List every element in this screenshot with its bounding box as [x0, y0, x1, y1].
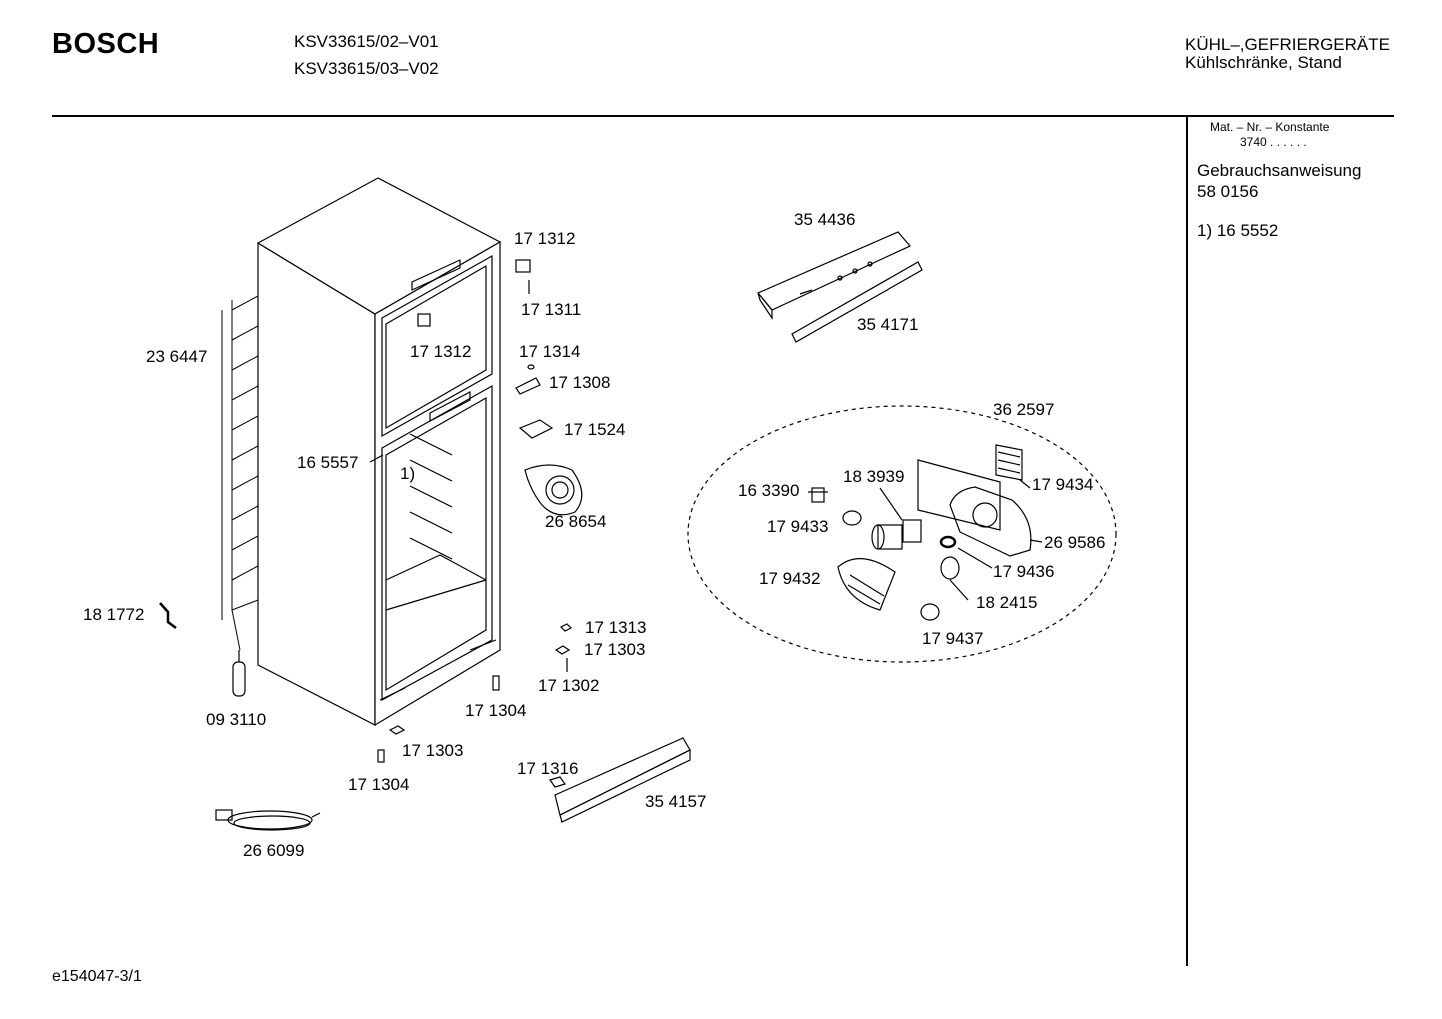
control-panel-drawing — [757, 231, 911, 320]
part-label-171314: 17 1314 — [519, 342, 581, 361]
part-label-171302: 17 1302 — [538, 676, 600, 695]
part-179434-drawing — [995, 444, 1023, 481]
footnote: 1) 16 5552 — [1197, 221, 1279, 240]
part-label-269586: 26 9586 — [1044, 533, 1106, 552]
part-163390-drawing — [811, 487, 825, 503]
part-label-266099: 26 6099 — [243, 841, 305, 860]
part-label-171524: 17 1524 — [564, 420, 626, 439]
cabinet-drawing — [256, 177, 502, 727]
model-number-1: KSV33615/02–V01 — [294, 32, 439, 51]
motor-drawing — [871, 519, 922, 550]
capillary-part-drawing — [232, 650, 246, 697]
brand-logo: BOSCH — [52, 28, 160, 60]
part-label-171304-lower: 17 1304 — [348, 775, 410, 794]
part-label-171312-inner: 17 1312 — [410, 342, 472, 361]
fan-housing-drawing — [524, 464, 583, 516]
document-code: e154047-3/1 — [52, 968, 142, 985]
part-label-093110: 09 3110 — [206, 710, 267, 729]
part-label-179437: 17 9437 — [922, 629, 984, 648]
part-label-165557: 16 5557 — [297, 453, 359, 472]
part-171312-drawing — [515, 259, 531, 273]
part-label-182415: 18 2415 — [976, 593, 1038, 612]
part-label-362597: 36 2597 — [993, 400, 1055, 419]
part-label-171316: 17 1316 — [517, 759, 579, 778]
part-label-181772: 18 1772 — [83, 605, 145, 624]
part-179432-drawing — [837, 558, 896, 611]
part-label-179434: 17 9434 — [1032, 475, 1094, 494]
part-362597-drawing — [917, 459, 1001, 531]
part-label-171303: 17 1303 — [584, 640, 646, 659]
side-divider — [1186, 116, 1188, 966]
part-label-171308: 17 1308 — [549, 373, 611, 392]
part-label-179432: 17 9432 — [759, 569, 821, 588]
part-171312b-drawing — [417, 313, 431, 327]
model-number-2: KSV33615/03–V02 — [294, 59, 439, 78]
manual-label: Gebrauchsanweisung — [1197, 161, 1362, 180]
part-label-171312: 17 1312 — [514, 229, 576, 248]
bracket-drawing — [159, 602, 177, 629]
part-171524-drawing — [518, 419, 554, 439]
part-label-183939: 18 3939 — [843, 467, 905, 486]
part-label-236447: 23 6447 — [146, 347, 208, 366]
part-label-171313: 17 1313 — [585, 618, 647, 637]
part-label-354436: 35 4436 — [794, 210, 856, 229]
header-divider — [52, 115, 1394, 117]
mat-nr-value: 3740 . . . . . . — [1240, 135, 1307, 149]
power-cord-drawing — [215, 809, 321, 831]
plinth-drawing — [549, 737, 691, 823]
part-179436-drawing — [939, 535, 957, 549]
part-182415-drawing — [940, 556, 960, 580]
part-label-268654: 26 8654 — [545, 512, 607, 531]
manual-number: 58 0156 — [1197, 182, 1259, 201]
part-269586-drawing — [949, 486, 1032, 557]
part-label-179436: 17 9436 — [993, 562, 1055, 581]
part-label-354157: 35 4157 — [645, 792, 707, 811]
footnote-marker: 1) — [400, 464, 416, 483]
category-subtitle: Kühlschränke, Stand — [1185, 53, 1342, 72]
part-179437-drawing — [920, 603, 940, 621]
part-label-171304: 17 1304 — [465, 701, 527, 720]
trim-strip-drawing — [791, 261, 923, 343]
part-179433-drawing — [842, 510, 862, 526]
part-label-171303-lower: 17 1303 — [402, 741, 464, 760]
mat-nr-label: Mat. – Nr. – Konstante — [1210, 120, 1330, 134]
part-label-171311: 17 1311 — [521, 300, 582, 319]
part-label-179433: 17 9433 — [767, 517, 829, 536]
part-label-354171: 35 4171 — [857, 315, 919, 334]
category-title: KÜHL–,GEFRIERGERÄTE — [1185, 35, 1390, 54]
condenser-coil-drawing — [221, 295, 259, 651]
part-label-163390: 16 3390 — [738, 481, 800, 500]
part-171308-drawing — [515, 377, 541, 395]
subassembly-outline — [687, 405, 1117, 663]
